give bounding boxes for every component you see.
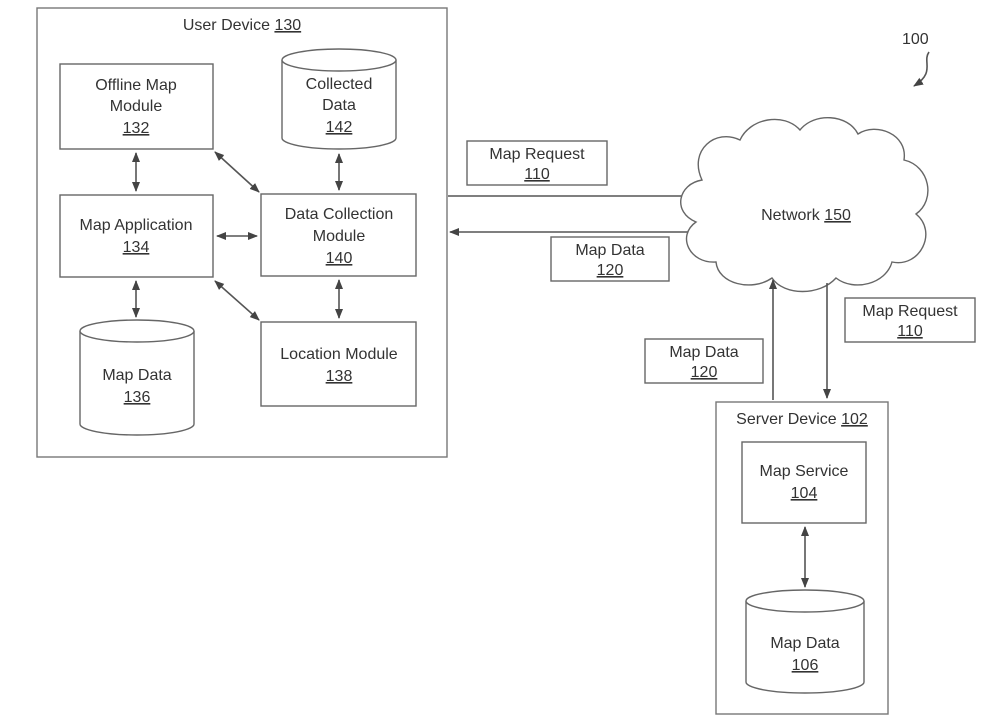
map-data-server-label: Map Data [770, 635, 839, 652]
offline-map-module-line1: Offline Map [95, 77, 177, 94]
user-device-frame [36, 7, 448, 458]
location-module-ref: 138 [326, 368, 353, 385]
server-device-frame [715, 401, 889, 715]
map-request-top-label: Map Request [489, 146, 585, 163]
offline-map-module-line2: Module [110, 98, 163, 115]
offline-map-module-ref: 132 [123, 120, 150, 137]
map-data-local-ref: 136 [124, 389, 151, 406]
map-application-ref: 134 [123, 239, 150, 256]
arrow-offline-to-datacollection [214, 151, 260, 193]
figure-number: 100 [902, 31, 929, 48]
map-data-server-ref: 106 [792, 657, 819, 674]
map-data-local-store [79, 319, 195, 436]
collected-data-line2: Data [322, 97, 356, 114]
server-device-title: Server Device 102 [736, 411, 868, 428]
figure-pointer-arrow [913, 51, 930, 87]
network-cloud [680, 116, 929, 293]
map-service-label: Map Service [760, 463, 849, 480]
network-label: Network 150 [761, 207, 851, 224]
location-module-box [260, 321, 417, 407]
location-module-label: Location Module [280, 346, 398, 363]
map-data-vertical-label: Map Data [669, 344, 738, 361]
data-collection-module-ref: 140 [326, 250, 353, 267]
map-request-vertical-ref: 110 [897, 323, 923, 340]
map-data-server-store [745, 589, 865, 694]
data-collection-module-line1: Data Collection [285, 206, 394, 223]
map-data-vertical-box [644, 338, 764, 384]
map-request-vertical-box [844, 297, 976, 343]
map-application-label: Map Application [80, 217, 193, 234]
offline-map-module-box [59, 63, 214, 150]
map-service-box [741, 441, 867, 524]
user-device-title: User Device 130 [183, 17, 301, 34]
map-data-top-ref: 120 [597, 262, 624, 279]
collected-data-store [281, 48, 397, 150]
data-collection-module-box [260, 193, 417, 277]
arrow-mapapp-to-location [214, 280, 260, 321]
map-request-top-ref: 110 [524, 166, 550, 183]
map-request-vertical-label: Map Request [862, 303, 958, 320]
map-data-top-label: Map Data [575, 242, 644, 259]
map-data-vertical-ref: 120 [691, 364, 718, 381]
map-application-box [59, 194, 214, 278]
collected-data-ref: 142 [326, 119, 353, 136]
map-data-top-box [550, 236, 670, 282]
map-request-top-box [466, 140, 608, 186]
map-data-local-label: Map Data [102, 367, 171, 384]
collected-data-line1: Collected [306, 76, 373, 93]
map-service-ref: 104 [791, 485, 818, 502]
data-collection-module-line2: Module [313, 228, 366, 245]
